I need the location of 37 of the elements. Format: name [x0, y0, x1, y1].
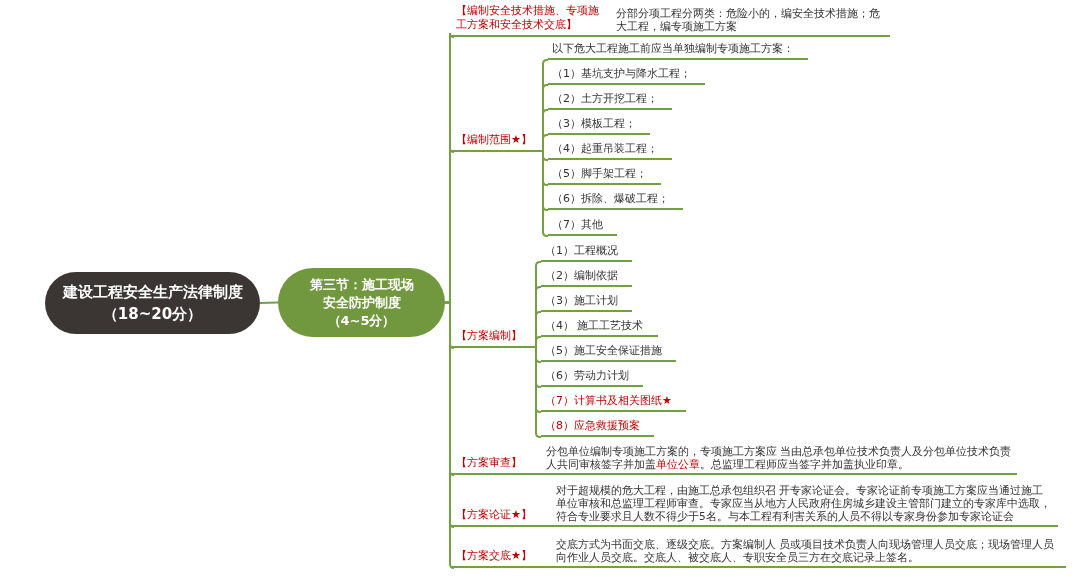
branch-label: 【编制安全技术措施、专项施工方案和安全技术交底】	[452, 5, 602, 37]
branch-label: 【方案论证★】	[452, 503, 542, 527]
list-item: （7）其他	[548, 218, 617, 236]
branch-label: 【方案编制】	[452, 326, 536, 348]
branch-line	[542, 151, 549, 237]
branch-label: 【方案交底★】	[452, 545, 542, 568]
list-item: （4） 施工工艺技术	[541, 319, 658, 337]
list-item: （2）土方开挖工程；	[548, 92, 672, 110]
list-item: （3）模板工程；	[548, 117, 650, 135]
branch-line	[601, 35, 613, 37]
branch-line	[535, 336, 542, 349]
detail-text: 分部分项工程分两类：危险小的，编安全技术措施；危大工程，编专项施工方案	[612, 5, 890, 37]
list-item: （2）编制依据	[541, 269, 632, 287]
list-item: （8）应急救援预案	[541, 419, 654, 437]
branch-line	[541, 566, 553, 568]
list-item: （3）施工计划	[541, 294, 632, 312]
branch-line	[542, 134, 549, 153]
branch-line	[535, 347, 542, 438]
branch-line	[259, 301, 279, 304]
list-item: （5）施工安全保证措施	[541, 344, 676, 362]
branch-line	[541, 525, 553, 527]
list-item: （7）计算书及相关图纸★	[541, 394, 686, 412]
branch-label: 【编制范围★】	[452, 130, 543, 152]
list-item: （1）基坑支护与降水工程；	[548, 67, 705, 85]
list-item: （4）起重吊装工程；	[548, 142, 672, 160]
detail-text: 交底方式为书面交底、逐级交底。方案编制人 员或项目技术负责人向现场管理人员交底；现场管理人员向作业人员交底。交底人、被交底人、专职安全员三方在交底记录上签名。	[552, 536, 1066, 568]
list-item: （5）脚手架工程；	[548, 167, 661, 185]
list-item: （6）劳动力计划	[541, 369, 643, 387]
list-item: （6）拆除、爆破工程；	[548, 192, 683, 210]
detail-text: 分包单位编制专项施工方案的，专项施工方案应 当由总承包单位技术负责人及分包单位技术负责人共同审核签字并加盖单位公章。总监理工程师应当签字并加盖执业印章。	[542, 444, 1017, 475]
branch-line	[531, 473, 543, 475]
branch-label: 【方案审查】	[452, 452, 532, 475]
topic-text: 建设工程安全生产法律制度（18~20分）	[62, 282, 243, 325]
list-item: （1）工程概况	[541, 244, 632, 262]
topic-text: 第三节：施工现场安全防护制度（4~5分）	[309, 275, 414, 330]
list-item: 以下危大工程施工前应当单独编制专项施工方案：	[548, 42, 808, 60]
detail-text: 对于超规模的危大工程，由施工总承包组织召 开专家论证会。专家论证前专项施工方案应当通过施工单位审核和总监理工程师审查。专家应当从地方人民政府住房城乡建设主管部门建立的专家库中选取，符合专业要求且人数不得少于5名。与本工程有利害关系的人员不得以专家身份参加专家论证会	[552, 481, 1058, 527]
